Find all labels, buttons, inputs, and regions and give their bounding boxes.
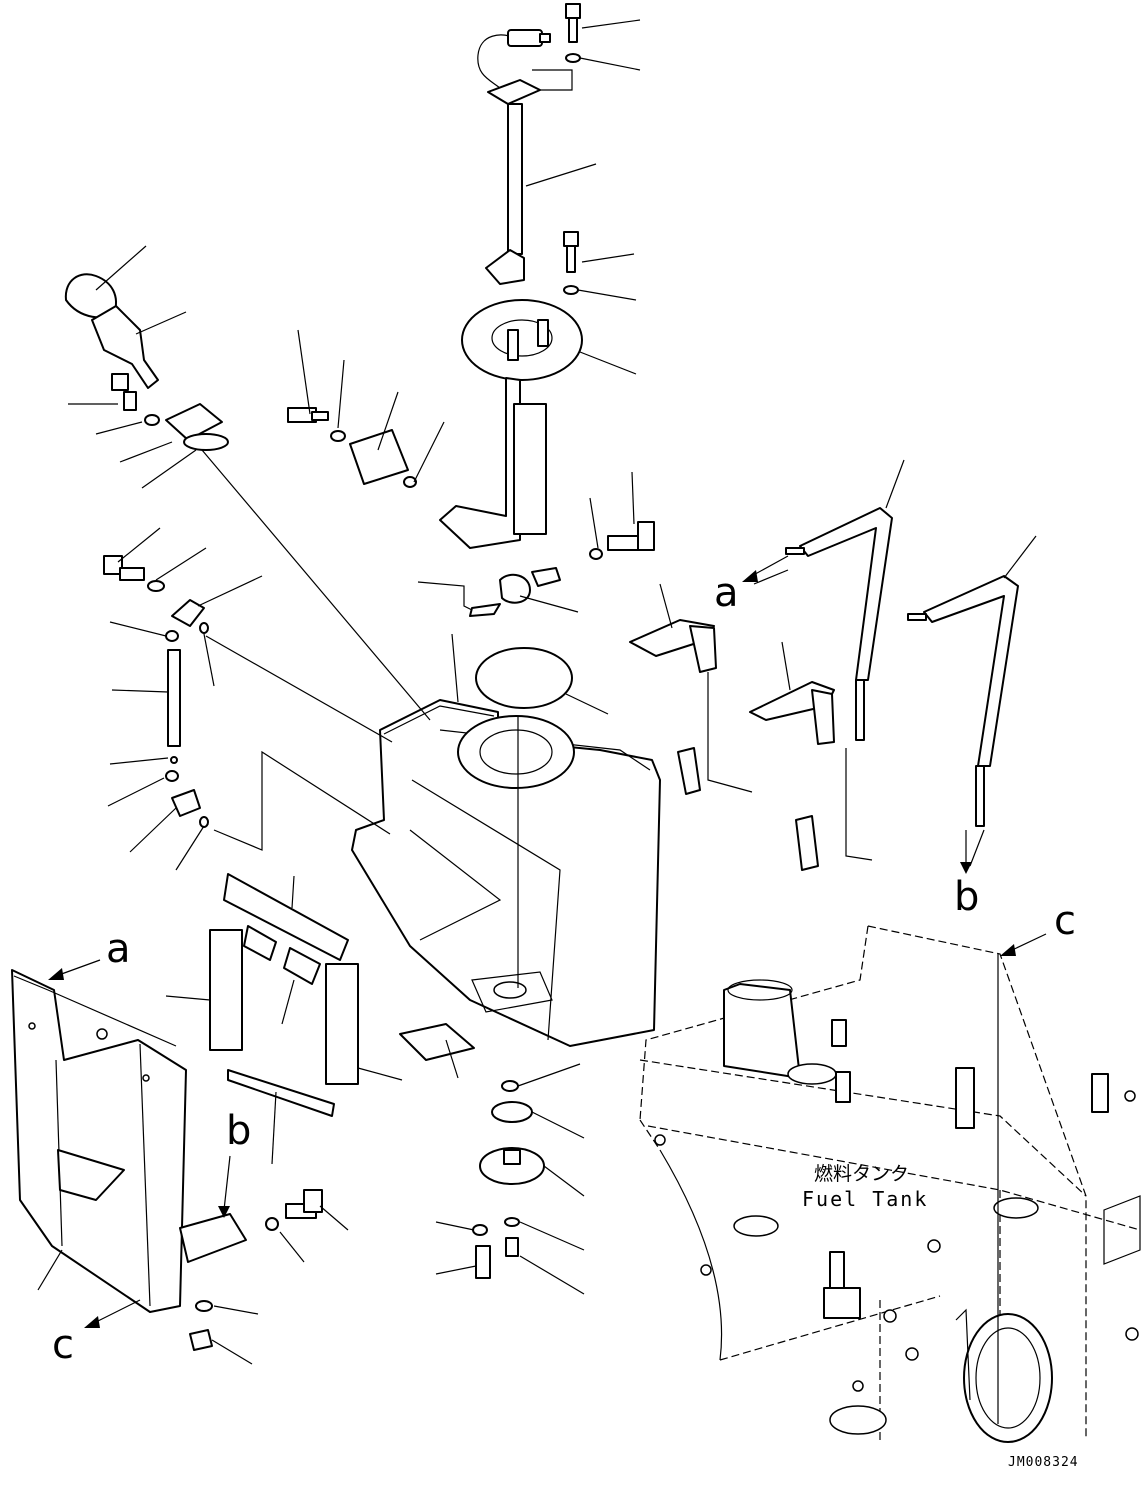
filler-neck-bolt (111, 373, 229, 451)
tank-mount-bracket (11, 969, 247, 1313)
callout-c-upper: c (1054, 898, 1076, 944)
pipe-clamp-bolt (589, 521, 655, 560)
clip-assembly (469, 567, 561, 617)
sender-bolt-lower (563, 231, 579, 295)
bracket-bolts (189, 1189, 349, 1365)
callout-arrows (48, 555, 1047, 1328)
machine-frame (639, 925, 1141, 1443)
strap-leaders (659, 459, 1037, 867)
strainer (287, 407, 417, 488)
strap-pads (629, 619, 835, 871)
sender-bolt-top (565, 3, 581, 63)
breather-assembly (103, 555, 209, 828)
tank-flange-o-ring (475, 647, 573, 709)
callout-a-upper: a (714, 570, 739, 616)
leader-lines (68, 19, 641, 1295)
fuel-level-sender (477, 29, 551, 285)
drawing-code: JM008324 (1008, 1455, 1079, 1470)
callout-c-lower: c (52, 1322, 74, 1368)
callout-b-upper: b (954, 874, 979, 920)
callout-a-lower: a (106, 926, 131, 972)
fuel-tank (351, 699, 661, 1047)
drain-assembly (399, 1023, 545, 1279)
frame-label-en: Fuel Tank (802, 1187, 928, 1211)
fuel-cap (64, 273, 159, 389)
insulation-sheets (165, 873, 403, 1165)
frame-label-jp: 燃料タンク (814, 1163, 909, 1185)
suction-flange (439, 299, 583, 549)
tank-strap-right (907, 575, 1019, 827)
tank-strap-left (785, 507, 893, 741)
callout-b-lower: b (226, 1108, 251, 1154)
